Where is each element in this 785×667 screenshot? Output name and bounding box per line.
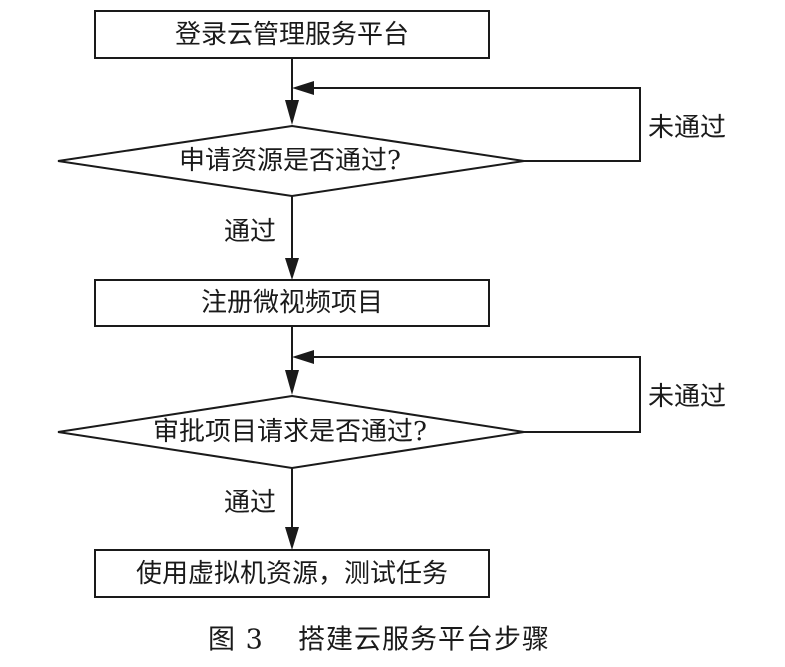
arrow-into-review-check — [285, 370, 299, 395]
arrow-into-apply-check — [285, 100, 299, 125]
use-test-label: 使用虚拟机资源，测试任务 — [136, 559, 448, 589]
loop-review-fail — [312, 356, 641, 433]
use-test-box — [94, 549, 490, 598]
login-box — [94, 10, 490, 59]
apply-fail-label: 未通过 — [648, 113, 726, 143]
apply-pass-label: 通过 — [224, 217, 276, 247]
apply-check-label: 申请资源是否通过? — [179, 146, 401, 176]
review-pass-label: 通过 — [224, 488, 276, 518]
caption-title: 搭建云服务平台步骤 — [298, 625, 550, 656]
loop-apply-fail — [312, 87, 641, 162]
login-label: 登录云管理服务平台 — [175, 20, 409, 50]
arrow-into-use-test — [285, 527, 299, 550]
register-label: 注册微视频项目 — [201, 288, 383, 318]
arrow-review-fail-return — [292, 350, 314, 364]
arrow-into-register — [285, 258, 299, 280]
caption-label: 图 3 — [208, 625, 264, 656]
review-check-label: 审批项目请求是否通过? — [153, 417, 427, 447]
review-fail-label: 未通过 — [648, 382, 726, 412]
arrow-apply-fail-return — [292, 81, 314, 95]
